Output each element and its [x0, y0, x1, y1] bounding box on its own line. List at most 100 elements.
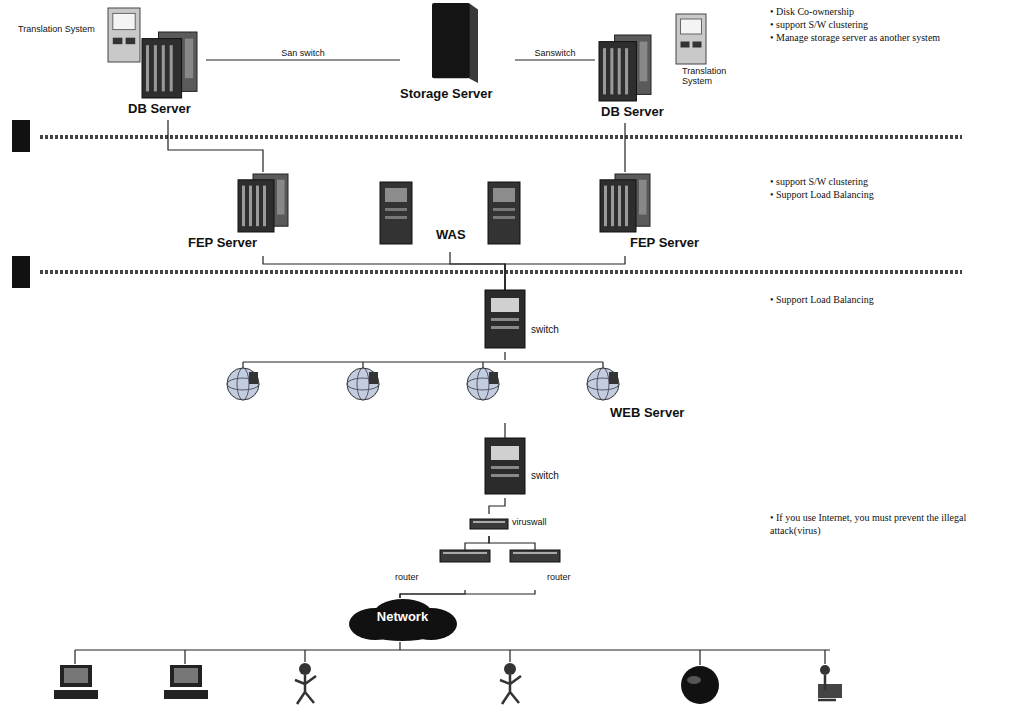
node-label: WEB Server — [610, 406, 684, 421]
translation-system-icon — [113, 13, 135, 29]
note-box: • Manage storage server as another syste… — [770, 32, 940, 45]
web-server-globe — [227, 368, 259, 400]
device-node: FEP Server — [188, 172, 296, 256]
was-icon — [493, 216, 515, 219]
connector-line — [400, 590, 535, 598]
node-label: DB Server — [601, 105, 664, 120]
device-node: DB Server — [128, 32, 206, 120]
client-computer — [170, 665, 202, 687]
server-icon — [603, 48, 606, 94]
was-icon — [493, 188, 515, 202]
device-icon — [510, 550, 560, 562]
web-server-globe — [369, 372, 378, 384]
edge-label: San switch — [279, 48, 327, 58]
web-bus — [243, 362, 603, 368]
device-icon — [108, 8, 140, 62]
connector-line — [263, 256, 505, 290]
node-label: Storage Server — [400, 87, 493, 102]
web-server-globe — [357, 368, 369, 400]
connector-line — [624, 123, 625, 172]
server-icon — [639, 180, 647, 215]
translation-system-icon — [676, 14, 706, 64]
web-server-globe — [467, 368, 499, 400]
node-label: Translation System — [18, 24, 95, 34]
edge-label: Sanswitch — [532, 48, 577, 58]
connector-line — [206, 59, 400, 60]
device-node: switch — [485, 290, 575, 352]
server-icon — [142, 39, 182, 98]
switch-icon — [491, 466, 519, 469]
server-icon — [256, 186, 259, 227]
server-icon — [610, 48, 613, 94]
connector-line — [504, 423, 505, 438]
device-icon — [470, 519, 508, 529]
network-device-icon — [443, 552, 487, 554]
device-node: Storage Server — [400, 3, 515, 107]
connector-line — [504, 352, 505, 360]
connector-line — [515, 59, 595, 60]
note-box: • Support Load Balancing — [770, 189, 874, 202]
connector-line — [505, 256, 625, 290]
device-node: FEP Server — [598, 172, 706, 256]
connector-line — [450, 252, 505, 290]
client-person — [295, 675, 316, 704]
device-icon — [485, 290, 525, 348]
node-label: DB Server — [128, 102, 191, 117]
device-node: DB Server — [595, 35, 673, 123]
note-text: • Support Load Balancing — [770, 189, 874, 202]
translation-system-icon — [126, 38, 136, 44]
web-server-globe — [597, 368, 609, 400]
connector-line — [489, 536, 535, 550]
note-text: • Disk Co-ownership — [770, 6, 854, 19]
server-icon — [625, 186, 628, 227]
translation-system-icon — [693, 42, 702, 48]
note-box: • Disk Co-ownership — [770, 6, 854, 19]
server-icon — [263, 186, 266, 227]
network-device-icon — [473, 521, 505, 523]
client-computer — [54, 690, 98, 699]
client-phone — [820, 665, 830, 675]
edge-label-box: Sanswitch — [532, 48, 577, 58]
server-icon — [162, 45, 165, 91]
note-text: • Manage storage server as another syste… — [770, 32, 940, 45]
device-node: router — [395, 550, 495, 590]
was-icon — [493, 208, 515, 211]
storage-icon — [469, 3, 478, 83]
server-icon — [238, 180, 274, 232]
client-person — [504, 663, 516, 675]
web-server-globe — [347, 368, 379, 400]
server-icon — [640, 42, 648, 82]
note-text: • If you use Internet, you must prevent … — [770, 512, 985, 537]
web-server-globe — [477, 368, 489, 400]
note-text: • support S/W clustering — [770, 19, 868, 32]
device-icon — [599, 35, 651, 101]
node-label: switch — [531, 324, 559, 336]
device-node: Translation System — [676, 14, 739, 94]
network-device-icon — [513, 552, 557, 554]
server-icon — [625, 48, 628, 94]
web-server-globe — [609, 372, 618, 384]
switch-icon — [491, 474, 519, 477]
device-icon — [485, 438, 525, 494]
switch-icon — [491, 326, 519, 329]
client-person — [299, 663, 311, 675]
device-node: router — [505, 550, 595, 590]
server-icon — [154, 45, 157, 91]
client-phone — [818, 684, 842, 698]
web-server-globe — [489, 372, 498, 384]
server-icon — [611, 186, 614, 227]
device-node: WEB Server — [215, 360, 705, 423]
web-server-globe — [587, 368, 619, 400]
storage-icon — [432, 3, 470, 78]
device-icon — [142, 32, 197, 98]
connector-line — [489, 498, 505, 514]
switch-icon — [491, 446, 519, 460]
server-icon — [249, 186, 252, 227]
was-icon — [488, 182, 520, 244]
server-icon — [170, 45, 173, 91]
was-icon — [385, 208, 407, 211]
switch-icon — [491, 298, 519, 312]
web-server-globe — [237, 368, 249, 400]
